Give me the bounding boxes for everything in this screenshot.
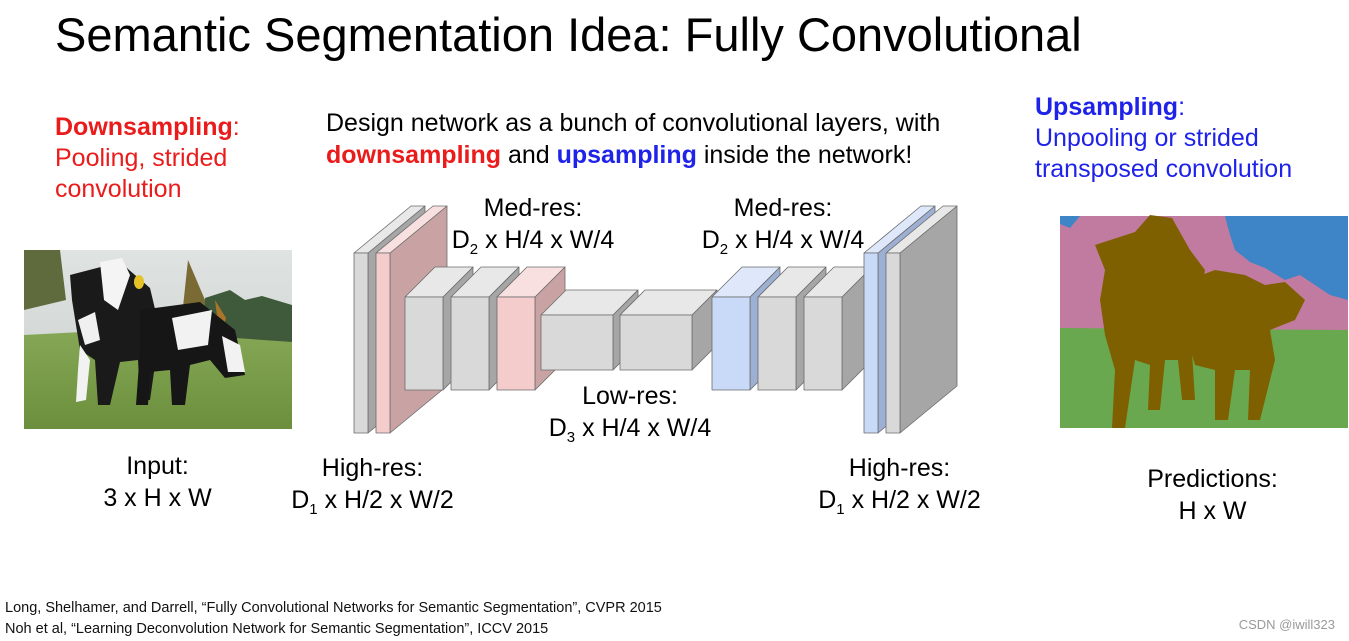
medres-right-title: Med-res: bbox=[733, 194, 833, 222]
lowres-label: Low-res: D3 x H/4 x W/4 bbox=[535, 380, 725, 446]
medres-left-title: Med-res: bbox=[483, 194, 583, 222]
references: Long, Shelhamer, and Darrell, “Fully Con… bbox=[5, 598, 662, 640]
output-conv-layer bbox=[885, 205, 958, 434]
upsampling-note: Upsampling: Unpooling or strided transpo… bbox=[1035, 92, 1345, 185]
center-note-line-1: Design network as a bunch of convolution… bbox=[326, 109, 941, 137]
highres-right-title: High-res: bbox=[848, 454, 951, 482]
downsampling-colon: : bbox=[232, 113, 240, 141]
medres-left-rest: x H/4 x W/4 bbox=[478, 226, 615, 254]
prediction-segmentation-map bbox=[1060, 215, 1348, 428]
reference-2: Noh et al, “Learning Deconvolution Netwo… bbox=[5, 621, 549, 637]
center-note-tail: inside the network! bbox=[696, 141, 913, 169]
cow-left bbox=[70, 258, 160, 405]
downsampling-line-1: Pooling, strided bbox=[55, 144, 228, 172]
lowres-d: D bbox=[548, 414, 567, 442]
center-note: Design network as a bunch of convolution… bbox=[326, 107, 940, 171]
highres-left-label: High-res: D1 x H/2 x W/2 bbox=[275, 452, 470, 518]
upsampling-colon: : bbox=[1178, 93, 1186, 121]
predictions-title: Predictions: bbox=[1147, 465, 1278, 493]
predictions-label: Predictions: H x W bbox=[1125, 463, 1300, 527]
highres-left-rest: x H/2 x W/2 bbox=[317, 486, 454, 514]
segmented-cow-right bbox=[1175, 270, 1305, 420]
highres-right-label: High-res: D1 x H/2 x W/2 bbox=[802, 452, 997, 518]
input-label: Input: 3 x H x W bbox=[90, 450, 225, 514]
highres-right-sub: 1 bbox=[836, 501, 845, 518]
highres-left-d: D bbox=[291, 486, 310, 514]
medres-right-d: D bbox=[701, 226, 720, 254]
conv-layer-blocks bbox=[353, 205, 958, 434]
center-note-upsampling: upsampling bbox=[556, 141, 697, 169]
reference-1: Long, Shelhamer, and Darrell, “Fully Con… bbox=[5, 600, 662, 616]
center-note-downsampling: downsampling bbox=[326, 141, 501, 169]
cow-right bbox=[136, 302, 245, 405]
medres-left-label: Med-res: D2 x H/4 x W/4 bbox=[438, 192, 628, 258]
downsampling-note: Downsampling: Pooling, strided convoluti… bbox=[55, 112, 315, 205]
watermark: CSDN @iwill323 bbox=[1238, 617, 1335, 632]
medres-left-d: D bbox=[451, 226, 470, 254]
center-note-and: and bbox=[501, 141, 557, 169]
input-label-dims: 3 x H x W bbox=[103, 484, 212, 512]
highres-right-rest: x H/2 x W/2 bbox=[844, 486, 981, 514]
medres-left-sub: 2 bbox=[469, 241, 479, 258]
highres-left-sub: 1 bbox=[309, 501, 318, 518]
downsampling-keyword: Downsampling bbox=[55, 113, 233, 141]
lowres-rest: x H/4 x W/4 bbox=[575, 414, 712, 442]
medres-right-sub: 2 bbox=[719, 241, 729, 258]
slide-title: Semantic Segmentation Idea: Fully Convol… bbox=[55, 8, 1082, 61]
input-label-title: Input: bbox=[126, 452, 189, 480]
highres-left-title: High-res: bbox=[321, 454, 424, 482]
upsampling-line-1: Unpooling or strided bbox=[1035, 124, 1259, 152]
upsampling-keyword: Upsampling bbox=[1035, 93, 1179, 121]
downsampling-line-2: convolution bbox=[55, 175, 182, 203]
bottleneck-layer-2 bbox=[619, 289, 718, 371]
lowres-title: Low-res: bbox=[582, 382, 678, 410]
lowres-sub: 3 bbox=[566, 429, 576, 446]
segmented-cow-left bbox=[1095, 215, 1205, 428]
upsampling-line-2: transposed convolution bbox=[1035, 155, 1293, 183]
highres-right-d: D bbox=[818, 486, 837, 514]
predictions-dims: H x W bbox=[1178, 497, 1247, 525]
medres-right-label: Med-res: D2 x H/4 x W/4 bbox=[688, 192, 878, 258]
input-cow-photo bbox=[24, 250, 292, 429]
medres-right-rest: x H/4 x W/4 bbox=[728, 226, 865, 254]
